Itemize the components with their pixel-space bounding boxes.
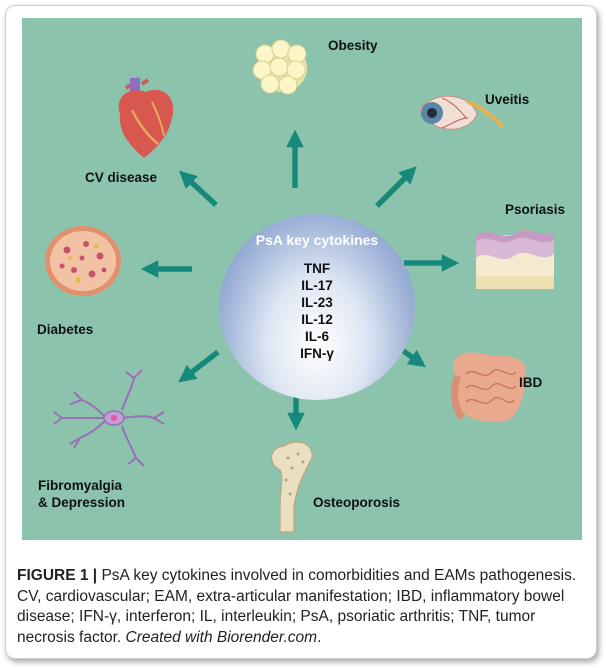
caption-credit: Created with Biorender.com bbox=[125, 628, 318, 646]
arrow-to-fibromyalgia bbox=[178, 349, 220, 383]
intestine-icon bbox=[451, 352, 527, 423]
label-obesity: Obesity bbox=[328, 38, 378, 53]
cytokine-il23: IL-23 bbox=[301, 295, 333, 310]
cytokine-tnf: TNF bbox=[303, 261, 331, 276]
heart-icon bbox=[118, 77, 174, 158]
cytokine-ifng: IFN-γ bbox=[300, 346, 334, 361]
cytokine-il6: IL-6 bbox=[304, 329, 329, 344]
arrow-to-uveitis bbox=[375, 166, 417, 208]
label-osteoporosis: Osteoporosis bbox=[313, 495, 401, 510]
label-ibd: IBD bbox=[519, 375, 543, 390]
caption-text: PsA key cytokines involved in comorbidit… bbox=[17, 567, 577, 646]
neuron-icon bbox=[53, 369, 165, 467]
label-fibromyalgia-line2: & Depression bbox=[38, 495, 126, 510]
eye-icon bbox=[419, 95, 504, 130]
hub-title: PsA key cytokines bbox=[255, 232, 379, 248]
arrow-to-cv-disease bbox=[178, 170, 218, 208]
label-uveitis: Uveitis bbox=[485, 92, 530, 107]
skin-layers-icon bbox=[476, 230, 554, 289]
diagram-panel: PsA key cytokines TNF IL-17 IL-23 IL-12 … bbox=[22, 18, 582, 540]
diagram-art bbox=[45, 39, 554, 533]
diabetes-cell-icon bbox=[45, 226, 121, 296]
fat-cells-icon bbox=[252, 39, 307, 95]
label-fibromyalgia: Fibromyalgia & Depression bbox=[38, 477, 125, 511]
cytokine-list: TNF IL-17 IL-23 IL-12 IL-6 IFN-γ bbox=[219, 260, 415, 362]
label-diabetes: Diabetes bbox=[37, 322, 94, 337]
bone-icon bbox=[270, 441, 313, 533]
cytokines-hub: PsA key cytokines TNF IL-17 IL-23 IL-12 … bbox=[219, 214, 415, 400]
caption-label: FIGURE 1 | bbox=[17, 567, 98, 584]
figure-caption: FIGURE 1 | PsA key cytokines involved in… bbox=[17, 566, 587, 648]
label-fibromyalgia-line1: Fibromyalgia bbox=[38, 478, 123, 493]
cytokine-il17: IL-17 bbox=[301, 278, 333, 293]
cytokine-il12: IL-12 bbox=[301, 312, 333, 327]
caption-end: . bbox=[317, 628, 322, 646]
label-psoriasis: Psoriasis bbox=[505, 202, 566, 217]
label-cv-disease: CV disease bbox=[85, 170, 158, 185]
figure-frame: PsA key cytokines TNF IL-17 IL-23 IL-12 … bbox=[5, 5, 597, 659]
